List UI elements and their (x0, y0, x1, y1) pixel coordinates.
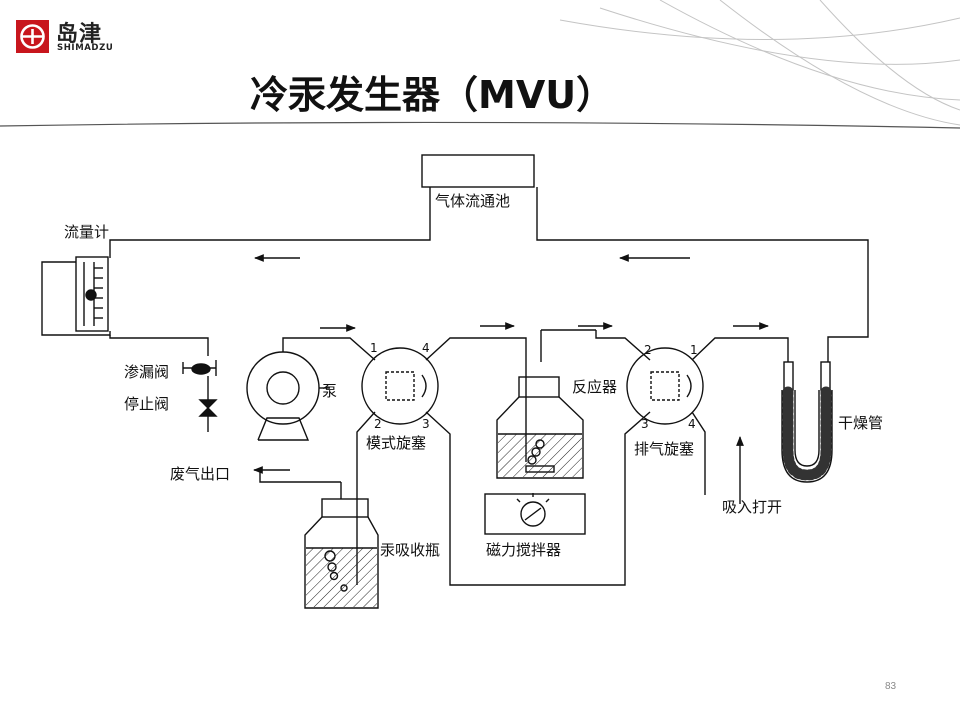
page-title: 冷汞发生器（MVU） (250, 73, 615, 117)
stop-valve (198, 399, 218, 417)
label-exhaust-cock: 排气旋塞 (634, 440, 694, 458)
label-exhaust-outlet: 废气出口 (170, 465, 230, 483)
magnetic-stirrer (484, 493, 586, 535)
brand-name: 岛津 (56, 22, 103, 47)
port-number: 1 (690, 343, 698, 357)
label-suction-open: 吸入打开 (722, 498, 782, 516)
port-number: 3 (641, 417, 649, 431)
label-stop-valve: 停止阀 (124, 395, 169, 413)
port-number: 4 (422, 341, 430, 355)
port-number: 1 (370, 341, 378, 355)
gas-flow-cell (421, 154, 535, 188)
shimadzu-logo-icon (16, 20, 49, 53)
label-mode-cock: 模式旋塞 (366, 434, 426, 452)
flowmeter (75, 256, 109, 332)
exhaust-stopcock (626, 347, 704, 425)
port-number: 2 (644, 343, 652, 357)
label-leak-valve: 渗漏阀 (124, 363, 169, 381)
page-number: 83 (885, 681, 897, 692)
decorative-swoosh (0, 0, 960, 129)
label-flowmeter: 流量计 (64, 223, 109, 241)
label-reactor: 反应器 (572, 378, 617, 396)
port-number: 2 (374, 417, 382, 431)
mode-stopcock (361, 347, 439, 425)
label-drying-tube: 干燥管 (838, 414, 883, 432)
pump (246, 351, 320, 441)
brand-subtitle: SHIMADZU (57, 43, 114, 53)
label-magnetic-stirrer: 磁力搅拌器 (486, 541, 561, 559)
port-number: 4 (688, 417, 696, 431)
label-mercury-absorber: 汞吸收瓶 (380, 541, 440, 559)
label-pump: 泵 (322, 382, 337, 400)
reactor-liquid (498, 434, 582, 477)
label-gas-cell: 气体流通池 (435, 192, 510, 210)
port-number: 3 (422, 417, 430, 431)
